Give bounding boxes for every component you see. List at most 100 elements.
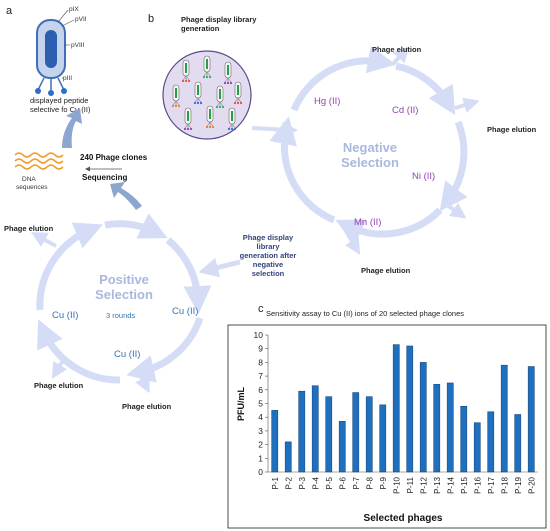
- mini-phage-icon: [227, 107, 237, 131]
- y-tick-label: 6: [258, 385, 263, 395]
- phage-caption-line1: displayed peptide: [30, 96, 88, 105]
- phage-caption-line2: selective fo Cu (II): [30, 105, 91, 114]
- protein-label-piii: pIII: [63, 75, 72, 82]
- neg-elution-top: Phage elution: [372, 45, 422, 54]
- x-tick-label: P-20: [527, 476, 536, 493]
- bar-p-12: [419, 362, 427, 473]
- ion-mn: Mn (II): [354, 217, 381, 228]
- middle-line5: selection: [252, 269, 285, 278]
- bar-p-11: [406, 345, 414, 473]
- mini-phage-icon: [183, 107, 193, 131]
- clones-count: 240 Phage clones: [80, 153, 148, 162]
- x-axis-title: Selected phages: [364, 513, 443, 524]
- x-tick-label: P-14: [446, 476, 455, 493]
- x-tick-label: P-15: [460, 476, 469, 493]
- bar-p-20: [527, 366, 535, 473]
- y-tick-label: 10: [254, 330, 264, 340]
- panel-label-a: a: [6, 5, 13, 17]
- negative-title-line2: Selection: [341, 155, 399, 170]
- x-tick-label: P-18: [500, 476, 509, 493]
- positive-selection-cycle: [31, 213, 212, 394]
- arrow-to-sequencing: [110, 182, 142, 210]
- x-tick-label: P-6: [338, 476, 347, 489]
- bars: [271, 344, 535, 473]
- library-title-line2: generation: [181, 24, 220, 33]
- mini-phage-icon: [171, 84, 181, 108]
- pos-elution-bottom: Phage elution: [122, 402, 172, 411]
- y-tick-label: 9: [258, 344, 263, 354]
- y-tick-label: 8: [258, 357, 263, 367]
- positive-title-line2: Selection: [95, 287, 153, 302]
- panel-label-c: c: [258, 303, 264, 315]
- neg-elution-bottom: Phage elution: [361, 266, 411, 275]
- mini-phage-icon: [233, 81, 243, 105]
- middle-line3: generation after: [240, 251, 297, 260]
- chart-title: Sensitivity assay to Cu (II) ions of 20 …: [266, 309, 464, 318]
- x-tick-label: P-17: [487, 476, 496, 493]
- neg-elution-right: Phage elution: [487, 125, 537, 134]
- dna-label-line1: DNA: [22, 176, 36, 183]
- bar-p-19: [514, 414, 522, 473]
- bar-p-4: [311, 385, 319, 473]
- y-tick-label: 3: [258, 426, 263, 436]
- y-tick-label: 5: [258, 399, 263, 409]
- x-tick-label: P-4: [311, 476, 320, 489]
- library-title-line1: Phage display library: [181, 15, 257, 24]
- negative-selection-cycle: [251, 45, 480, 255]
- dna-label-line2: sequences: [16, 184, 48, 191]
- arrow-to-positive: [198, 257, 241, 278]
- negative-title-line1: Negative: [343, 140, 397, 155]
- x-tick-label: P-19: [514, 476, 523, 493]
- bar-p-13: [433, 384, 441, 473]
- y-tick-label: 1: [258, 453, 263, 463]
- x-tick-label: P-12: [419, 476, 428, 493]
- x-tick-label: P-9: [379, 476, 388, 489]
- protein-label-pix: pIX: [69, 6, 79, 13]
- pos-elution-bottom-left: Phage elution: [34, 381, 84, 390]
- mini-phage-icon: [202, 55, 212, 79]
- bar-p-2: [284, 441, 292, 473]
- x-tick-label: P-10: [392, 476, 401, 493]
- bar-p-18: [500, 364, 508, 473]
- y-tick-label: 0: [258, 467, 263, 477]
- mini-phage-icon: [215, 85, 225, 109]
- mini-phage-icon: [181, 59, 191, 83]
- ion-cu-left: Cu (II): [52, 310, 78, 321]
- x-tick-label: P-13: [433, 476, 442, 493]
- ion-cu-right: Cu (II): [172, 306, 198, 317]
- middle-line4: negative: [253, 260, 283, 269]
- bar-p-17: [487, 411, 495, 473]
- phage-illustration: [35, 9, 75, 96]
- ion-cd: Cd (II): [392, 105, 418, 116]
- bar-p-10: [392, 344, 400, 473]
- x-tick-label: P-7: [352, 476, 361, 489]
- bar-p-7: [352, 392, 360, 473]
- bar-p-6: [338, 421, 346, 473]
- protein-label-pvii: pVII: [75, 16, 87, 23]
- sequencing-label: Sequencing: [82, 173, 127, 182]
- x-tick-label: P-3: [298, 476, 307, 489]
- positive-rounds: 3 rounds: [106, 311, 135, 320]
- bar-p-5: [325, 396, 333, 473]
- panel-label-b: b: [148, 13, 154, 25]
- pos-elution-left: Phage elution: [4, 224, 54, 233]
- mini-phage-icon: [205, 105, 215, 129]
- bar-p-9: [379, 404, 387, 473]
- mini-phage-icon: [223, 61, 233, 85]
- y-tick-label: 4: [258, 412, 263, 422]
- protein-label-pviii: pVIII: [71, 42, 85, 49]
- arrow-to-phage: [62, 108, 82, 148]
- x-tick-label: P-1: [271, 476, 280, 489]
- x-tick-label: P-5: [325, 476, 334, 489]
- mini-phage-icon: [193, 81, 203, 105]
- bar-p-3: [298, 390, 306, 473]
- y-axis-title: PFU/mL: [236, 387, 246, 422]
- ion-cu-bottom: Cu (II): [114, 349, 140, 360]
- middle-line2: library: [257, 242, 281, 251]
- x-tick-label: P-16: [473, 476, 482, 493]
- bar-p-15: [460, 405, 468, 473]
- bar-p-1: [271, 410, 279, 473]
